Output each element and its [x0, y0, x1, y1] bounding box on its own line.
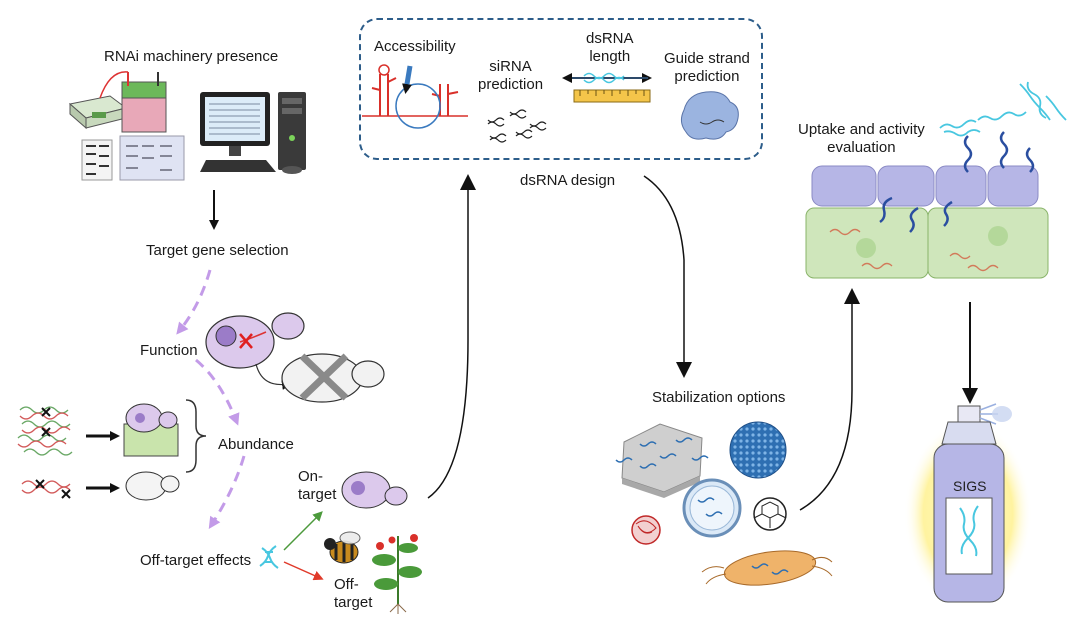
accessibility-label: Accessibility [374, 38, 456, 55]
plant-cells-icon [805, 207, 1049, 279]
abundance-brace [185, 399, 207, 473]
off-target-effects-label: Off-target effects [140, 552, 252, 569]
green-cell-icon [123, 403, 179, 457]
dashed-arrow-abundance [195, 358, 240, 426]
white-cell-icon [125, 471, 180, 501]
on-target-arrow [283, 511, 323, 551]
stabilization-options-label: Stabilization options [652, 389, 786, 406]
on-target-label: On- target [298, 468, 337, 503]
plant-icon [372, 534, 422, 614]
dsrna-entry-icon [879, 131, 1035, 233]
dashed-arrow-off-target [208, 455, 246, 530]
computer-icon [200, 92, 306, 174]
sequencer-icon [68, 95, 128, 130]
arrow-to-dsrna-design [427, 174, 476, 499]
on-target-cell-icon [341, 471, 408, 509]
arrow-to-stabilization [643, 175, 692, 378]
polymer-ball-icon [631, 515, 661, 545]
bacterium-icon [701, 550, 833, 586]
dna-icon [259, 545, 279, 569]
rnai-machinery-label: RNAi machinery presence [104, 48, 279, 65]
nanoparticle-icon [729, 421, 787, 479]
off-target-arrow [283, 561, 324, 581]
accessibility-icon [362, 64, 468, 129]
gel-box-icon [99, 71, 167, 133]
dsrna-length-icon [562, 72, 652, 84]
function-label: Function [140, 342, 198, 359]
arrow-to-uptake [799, 288, 860, 511]
dna-pool-icon [17, 406, 73, 499]
dsrna-spray-icon [939, 81, 1067, 137]
fungal-cells-icon [811, 165, 1039, 207]
dsrna-design-box [359, 18, 763, 160]
sigs-label: SIGS [953, 478, 987, 494]
uptake-activity-label: Uptake and activity evaluation [798, 121, 925, 156]
protein-icon [680, 91, 739, 140]
dead-cell-icon [281, 353, 385, 403]
guide-strand-prediction-label: Guide strand prediction [664, 50, 750, 85]
sirna-icon [487, 109, 547, 143]
ruler-icon [573, 89, 651, 103]
dashed-arrow-function [176, 269, 212, 335]
bee-icon [324, 531, 361, 564]
dsrna-length-label: dsRNA length [586, 30, 634, 65]
sirna-prediction-label: siRNA prediction [478, 58, 544, 93]
nanosheet-icon [615, 423, 709, 498]
abundance-label: Abundance [218, 436, 294, 453]
off-target-label: Off- target [334, 576, 373, 611]
fullerene-icon [753, 497, 787, 531]
dsrna-design-label: dsRNA design [520, 172, 616, 189]
yeast-cell-icon [205, 312, 305, 369]
target-gene-selection-label: Target gene selection [146, 242, 289, 259]
spray-bottle-icon [933, 403, 1012, 603]
liposome-icon [682, 478, 742, 538]
gel-bands-icon [81, 135, 185, 181]
